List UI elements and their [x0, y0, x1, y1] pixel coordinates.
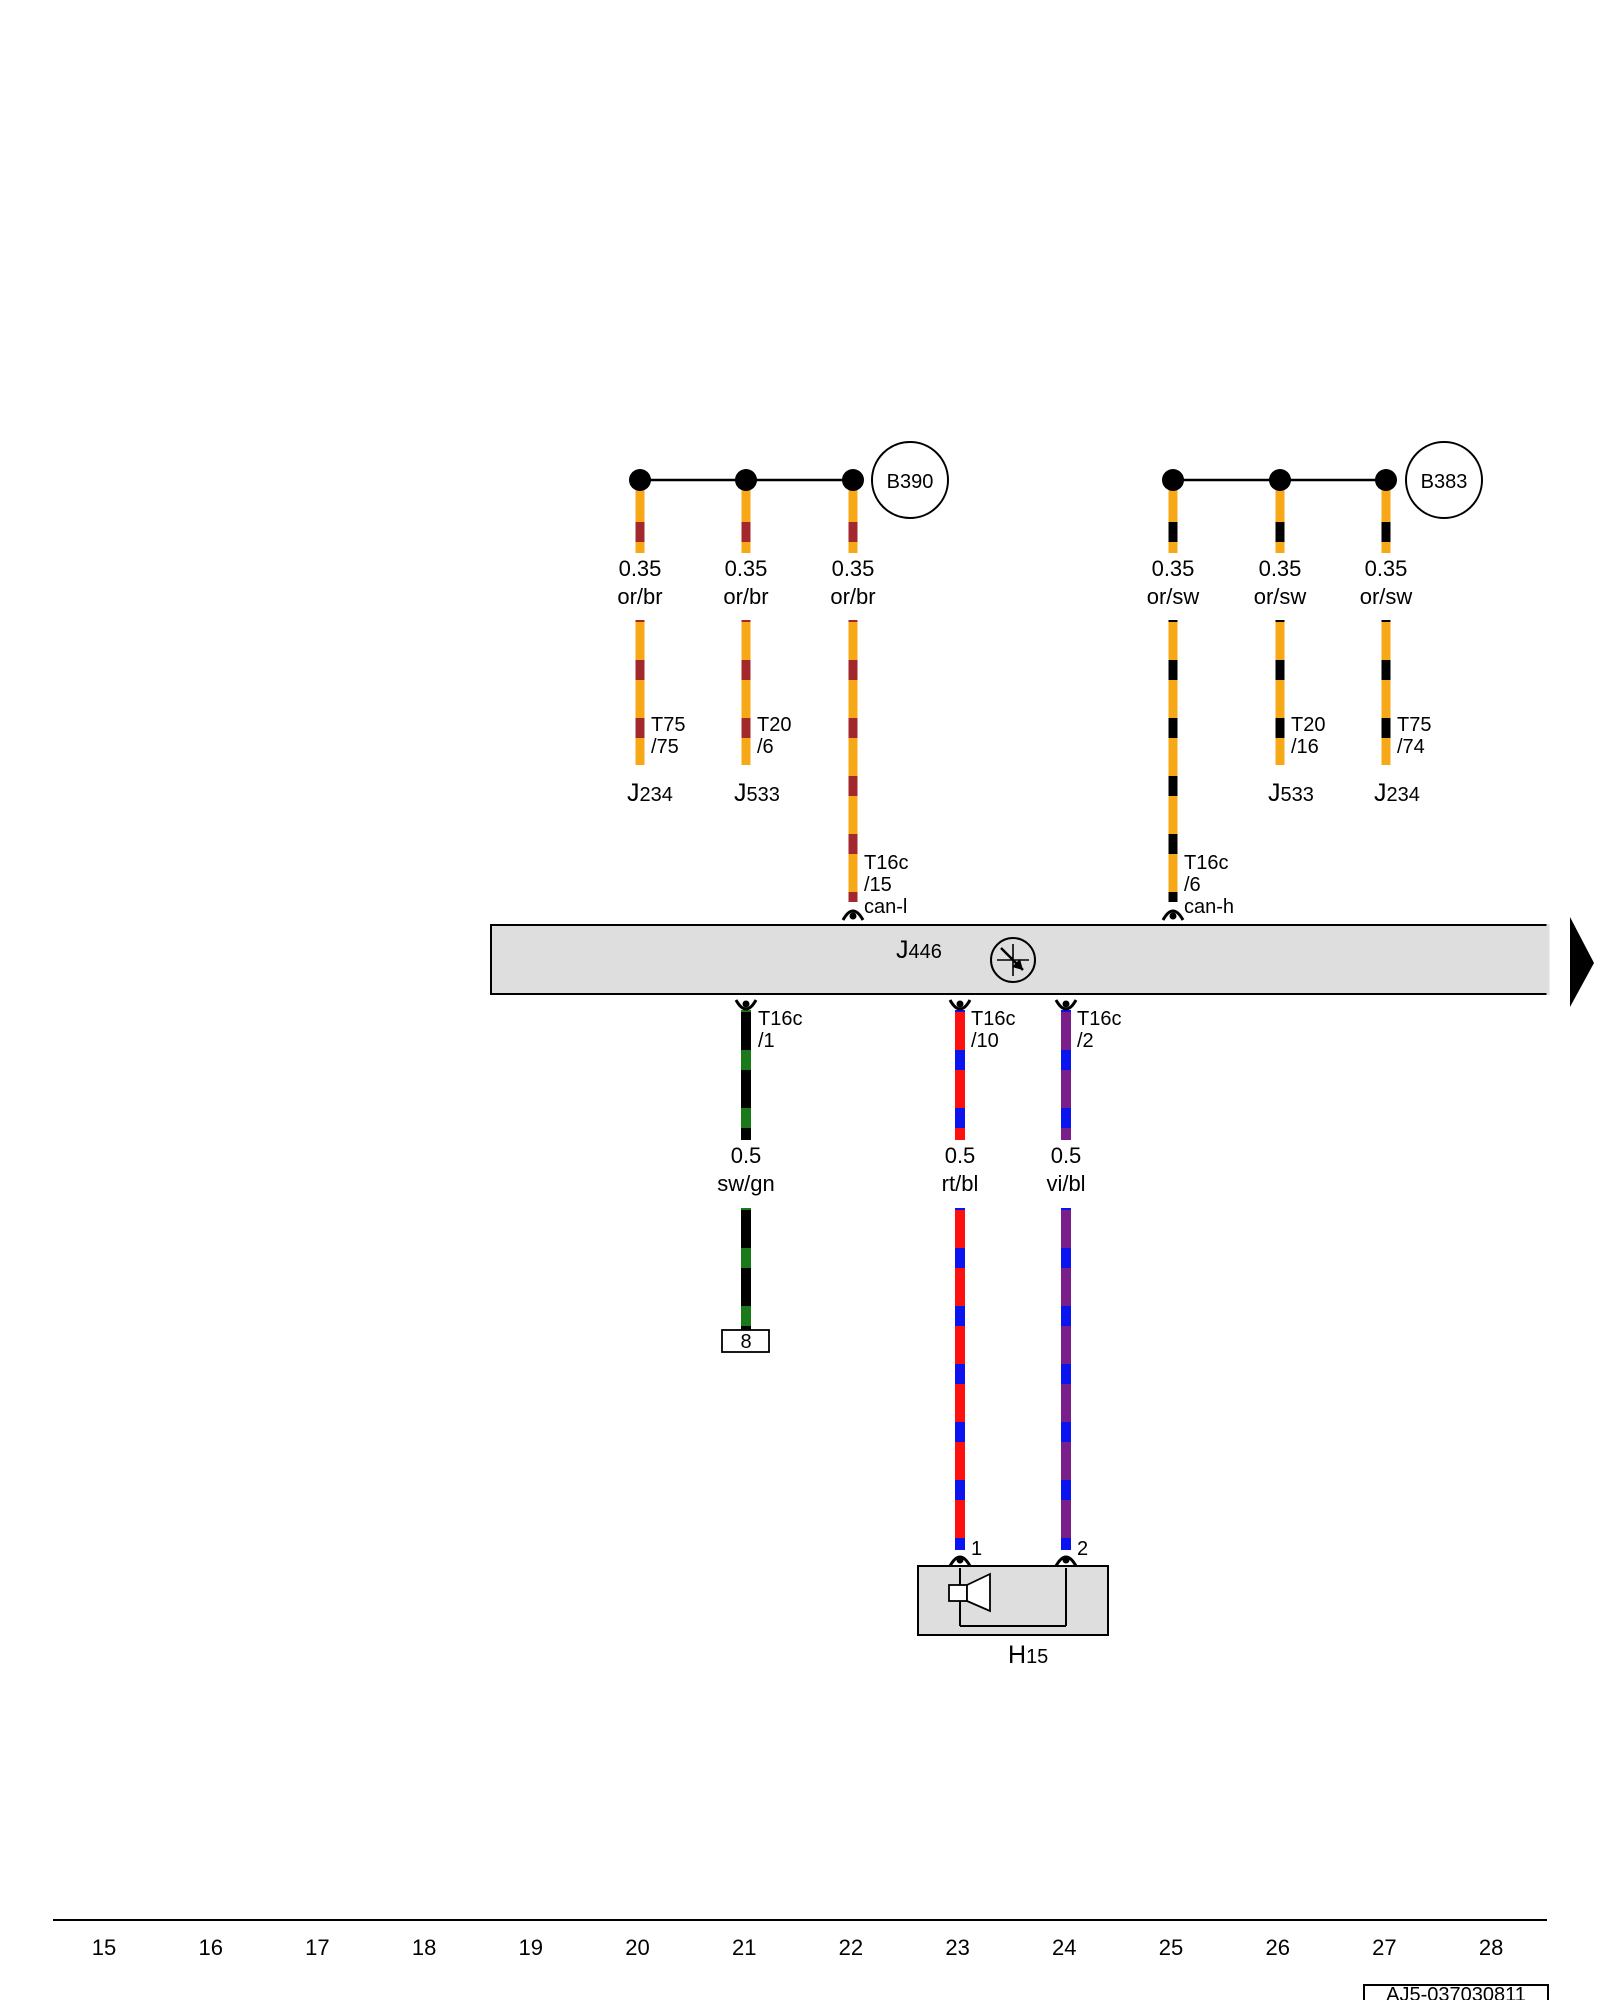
wire-size-label: 0.35 — [832, 556, 875, 581]
buzzer-h15-label: H15 — [1008, 1641, 1048, 1669]
pin-label: /75 — [651, 736, 679, 758]
connector-pin-dot — [742, 1000, 750, 1008]
grid-number: 20 — [625, 1935, 649, 1960]
wire-size-label: 0.5 — [945, 1143, 976, 1168]
splice-b383-label: B383 — [1421, 471, 1468, 493]
wire-color-label: or/br — [830, 584, 875, 609]
ground-reference-label: 8 — [740, 1331, 751, 1353]
wire-color-label: or/br — [617, 584, 662, 609]
connector-label: T16c — [971, 1008, 1015, 1030]
splice-dot — [629, 469, 651, 491]
signal-label-can-l: can-l — [864, 896, 907, 918]
grid-number: 22 — [839, 1935, 863, 1960]
connector-label: T75 — [651, 714, 685, 736]
wire-size-label: 0.5 — [1051, 1143, 1082, 1168]
wire-size-label: 0.35 — [725, 556, 768, 581]
component-label-j533: J533 — [734, 779, 780, 807]
pin-label: /6 — [1184, 874, 1201, 896]
connector-label: T16c — [758, 1008, 802, 1030]
pin-label: /6 — [757, 736, 774, 758]
connector-label: T16c — [1077, 1008, 1121, 1030]
connector-hook-icon — [1161, 909, 1185, 921]
wire-size-label: 0.35 — [1259, 556, 1302, 581]
component-label-j234: J234 — [1374, 779, 1420, 807]
wire-color-label: or/sw — [1147, 584, 1200, 609]
buzzer-pin-label: 2 — [1077, 1538, 1088, 1560]
wire-size-label: 0.35 — [1365, 556, 1408, 581]
grid-number: 15 — [92, 1935, 116, 1960]
wire-color-label: sw/gn — [717, 1171, 774, 1196]
connector-pin-dot — [956, 1556, 964, 1564]
wire-size-label: 0.35 — [619, 556, 662, 581]
pin-label: /10 — [971, 1030, 999, 1052]
connector-label: T20 — [757, 714, 791, 736]
connector-pin-dot — [1062, 1556, 1070, 1564]
grid-number: 21 — [732, 1935, 756, 1960]
splice-dot — [1269, 469, 1291, 491]
connector-label: T20 — [1291, 714, 1325, 736]
connector-hook-icon — [734, 999, 758, 1011]
connector-label: T16c — [1184, 852, 1228, 874]
wire-size-label: 0.35 — [1152, 556, 1195, 581]
grid-number: 25 — [1159, 1935, 1183, 1960]
wire-color-label: or/br — [723, 584, 768, 609]
wire-color-label: or/sw — [1254, 584, 1307, 609]
continuation-arrow-icon — [1570, 917, 1594, 1007]
connector-hook-icon — [948, 999, 972, 1011]
grid-number: 17 — [305, 1935, 329, 1960]
component-label-j533: J533 — [1268, 779, 1314, 807]
wire-color-label: vi/bl — [1046, 1171, 1085, 1196]
splice-dot — [735, 469, 757, 491]
speaker-icon — [948, 1568, 1067, 1627]
buzzer-pin-label: 1 — [971, 1538, 982, 1560]
wire-color-label: or/sw — [1360, 584, 1413, 609]
grid-number: 19 — [519, 1935, 543, 1960]
pin-label: /1 — [758, 1030, 775, 1052]
drawing-id-label: AJ5-037030811 — [1386, 1984, 1526, 2000]
connector-hook-icon — [841, 909, 865, 921]
component-label-j234: J234 — [627, 779, 673, 807]
connector-pin-dot — [1169, 912, 1177, 920]
grid-number: 26 — [1265, 1935, 1289, 1960]
splice-b383: B383 — [1405, 441, 1483, 519]
grid-numbers: 15 16 17 18 19 20 21 22 23 24 25 26 27 28 — [92, 1935, 1504, 1960]
grid-number: 18 — [412, 1935, 436, 1960]
signal-label-can-h: can-h — [1184, 896, 1234, 918]
pin-label: /16 — [1291, 736, 1319, 758]
connector-pin-dot — [849, 912, 857, 920]
splice-dot — [1162, 469, 1184, 491]
splice-dot — [1375, 469, 1397, 491]
connector-pin-dot — [1062, 1000, 1070, 1008]
connector-label: T16c — [864, 852, 908, 874]
wire-size-label: 0.5 — [731, 1143, 762, 1168]
parking-aid-symbol-icon — [990, 937, 1036, 983]
splice-b390: B390 — [871, 441, 949, 519]
connector-label: T75 — [1397, 714, 1431, 736]
control-unit-j446-label: J446 — [896, 936, 942, 964]
splice-dot — [842, 469, 864, 491]
connector-pin-dot — [956, 1000, 964, 1008]
pin-label: /2 — [1077, 1030, 1094, 1052]
grid-number: 16 — [198, 1935, 222, 1960]
splice-b390-label: B390 — [887, 471, 934, 493]
grid-number: 23 — [945, 1935, 969, 1960]
pin-label: /74 — [1397, 736, 1425, 758]
ground-reference-8: 8 — [721, 1329, 770, 1353]
connector-hook-icon — [1054, 999, 1078, 1011]
wire-color-label: rt/bl — [942, 1171, 979, 1196]
pin-label: /15 — [864, 874, 892, 896]
grid-number: 24 — [1052, 1935, 1076, 1960]
grid-number: 28 — [1479, 1935, 1503, 1960]
buzzer-h15 — [917, 1565, 1109, 1636]
grid-number: 27 — [1372, 1935, 1396, 1960]
drawing-id-box: AJ5-037030811 — [1363, 1984, 1549, 2000]
